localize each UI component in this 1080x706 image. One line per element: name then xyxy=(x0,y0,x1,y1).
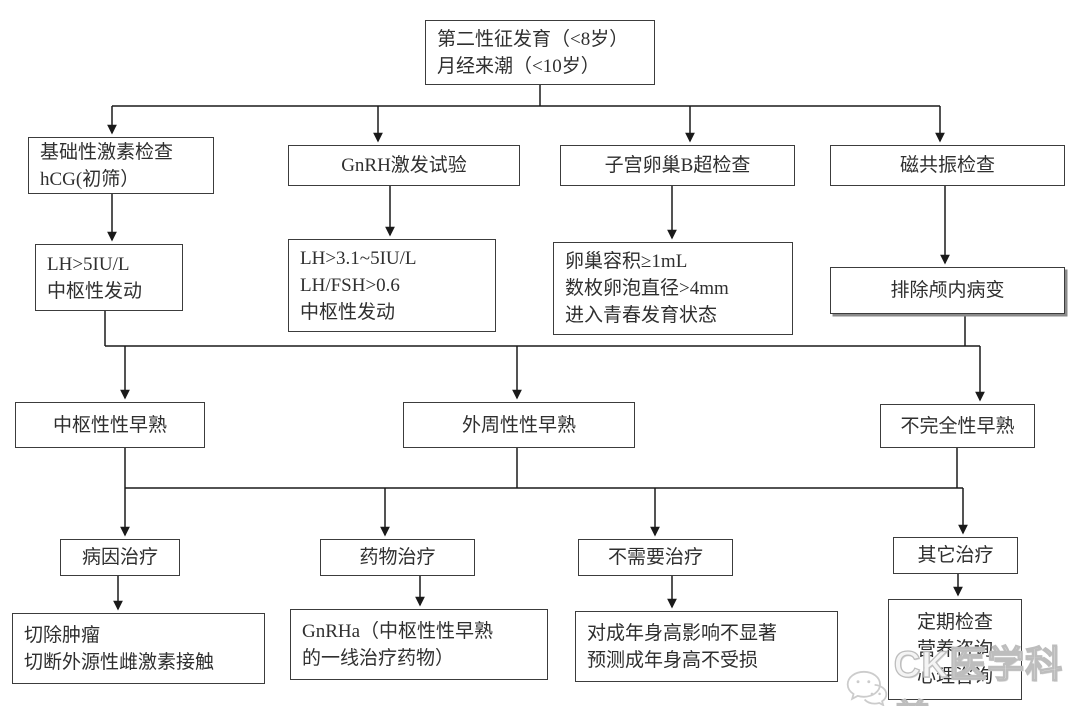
node-result-lh-line2: 中枢性发动 xyxy=(47,280,143,302)
node-result-ovary: 卵巢容积≥1mL 数枚卵泡直径>4mm 进入青春发育状态 xyxy=(553,242,793,335)
node-start-line2: 月经来潮（<10岁） xyxy=(437,55,600,77)
node-detail-followup-line1: 定期检查 xyxy=(916,612,993,633)
node-detail-gnrha-line1: GnRHa（中枢性性早熟 xyxy=(302,620,494,642)
node-dx-central: 中枢性性早熟 xyxy=(15,402,205,448)
node-result-ovary-line3: 进入青春发育状态 xyxy=(565,305,718,326)
node-result-gnrh-line2: LH/FSH>0.6 xyxy=(300,275,400,296)
node-tx-drug: 药物治疗 xyxy=(320,539,475,576)
node-dx-peripheral: 外周性性早熟 xyxy=(403,402,635,448)
node-exam-mri-line1: 磁共振检查 xyxy=(899,155,995,176)
node-detail-surgery-line1: 切除肿瘤 xyxy=(24,624,101,646)
node-exam-ultrasound: 子宫卵巢B超检查 xyxy=(560,145,795,186)
node-result-lh: LH>5IU/L 中枢性发动 xyxy=(35,244,183,311)
node-tx-none-line1: 不需要治疗 xyxy=(607,547,703,568)
node-exam-hormone-line2: hCG(初筛） xyxy=(40,168,140,190)
node-detail-gnrha: GnRHa（中枢性性早熟 的一线治疗药物） xyxy=(290,609,548,680)
node-detail-followup-line3: 心理咨询 xyxy=(916,666,993,687)
node-result-gnrh-line3: 中枢性发动 xyxy=(300,302,396,323)
node-start: 第二性征发育（<8岁） 月经来潮（<10岁） xyxy=(425,20,655,85)
node-result-ovary-line2: 数枚卵泡直径>4mm xyxy=(565,278,729,299)
node-result-lh-line1: LH>5IU/L xyxy=(47,253,130,275)
node-result-gnrh: LH>3.1~5IU/L LH/FSH>0.6 中枢性发动 xyxy=(288,239,496,332)
node-exam-hormone: 基础性激素检查 hCG(初筛） xyxy=(28,137,214,194)
node-detail-gnrha-line2: 的一线治疗药物） xyxy=(302,647,455,669)
node-exam-ultrasound-line1: 子宫卵巢B超检查 xyxy=(604,155,751,176)
node-detail-surgery: 切除肿瘤 切断外源性雌激素接触 xyxy=(12,613,265,684)
node-result-mri-line1: 排除颅内病变 xyxy=(890,280,1005,301)
node-exam-hormone-line1: 基础性激素检查 xyxy=(40,141,174,163)
node-tx-other-line1: 其它治疗 xyxy=(917,545,994,566)
node-exam-mri: 磁共振检查 xyxy=(830,145,1065,186)
node-result-ovary-line1: 卵巢容积≥1mL xyxy=(565,251,688,272)
node-tx-etiology: 病因治疗 xyxy=(60,539,180,576)
node-detail-height-line1: 对成年身高影响不显著 xyxy=(587,622,778,644)
node-tx-drug-line1: 药物治疗 xyxy=(359,547,436,568)
node-tx-none: 不需要治疗 xyxy=(578,539,733,576)
node-tx-other: 其它治疗 xyxy=(893,537,1018,574)
node-dx-incomplete: 不完全性早熟 xyxy=(880,404,1035,448)
node-exam-gnrh-line1: GnRH激发试验 xyxy=(341,155,467,176)
node-tx-etiology-line1: 病因治疗 xyxy=(81,547,158,568)
node-detail-followup: 定期检查 营养咨询 心理咨询 xyxy=(888,599,1022,700)
node-detail-surgery-line2: 切断外源性雌激素接触 xyxy=(24,651,215,673)
node-exam-gnrh: GnRH激发试验 xyxy=(288,145,520,186)
node-detail-height-line2: 预测成年身高不受损 xyxy=(587,649,759,671)
node-result-mri: 排除颅内病变 xyxy=(830,267,1065,314)
node-start-line1: 第二性征发育（<8岁） xyxy=(437,28,629,50)
node-detail-followup-line2: 营养咨询 xyxy=(916,639,993,660)
node-detail-height: 对成年身高影响不显著 预测成年身高不受损 xyxy=(575,611,838,682)
node-dx-peripheral-line1: 外周性性早熟 xyxy=(461,414,576,436)
node-dx-central-line1: 中枢性性早熟 xyxy=(52,414,167,436)
node-result-gnrh-line1: LH>3.1~5IU/L xyxy=(300,248,417,269)
node-dx-incomplete-line1: 不完全性早熟 xyxy=(900,415,1015,437)
